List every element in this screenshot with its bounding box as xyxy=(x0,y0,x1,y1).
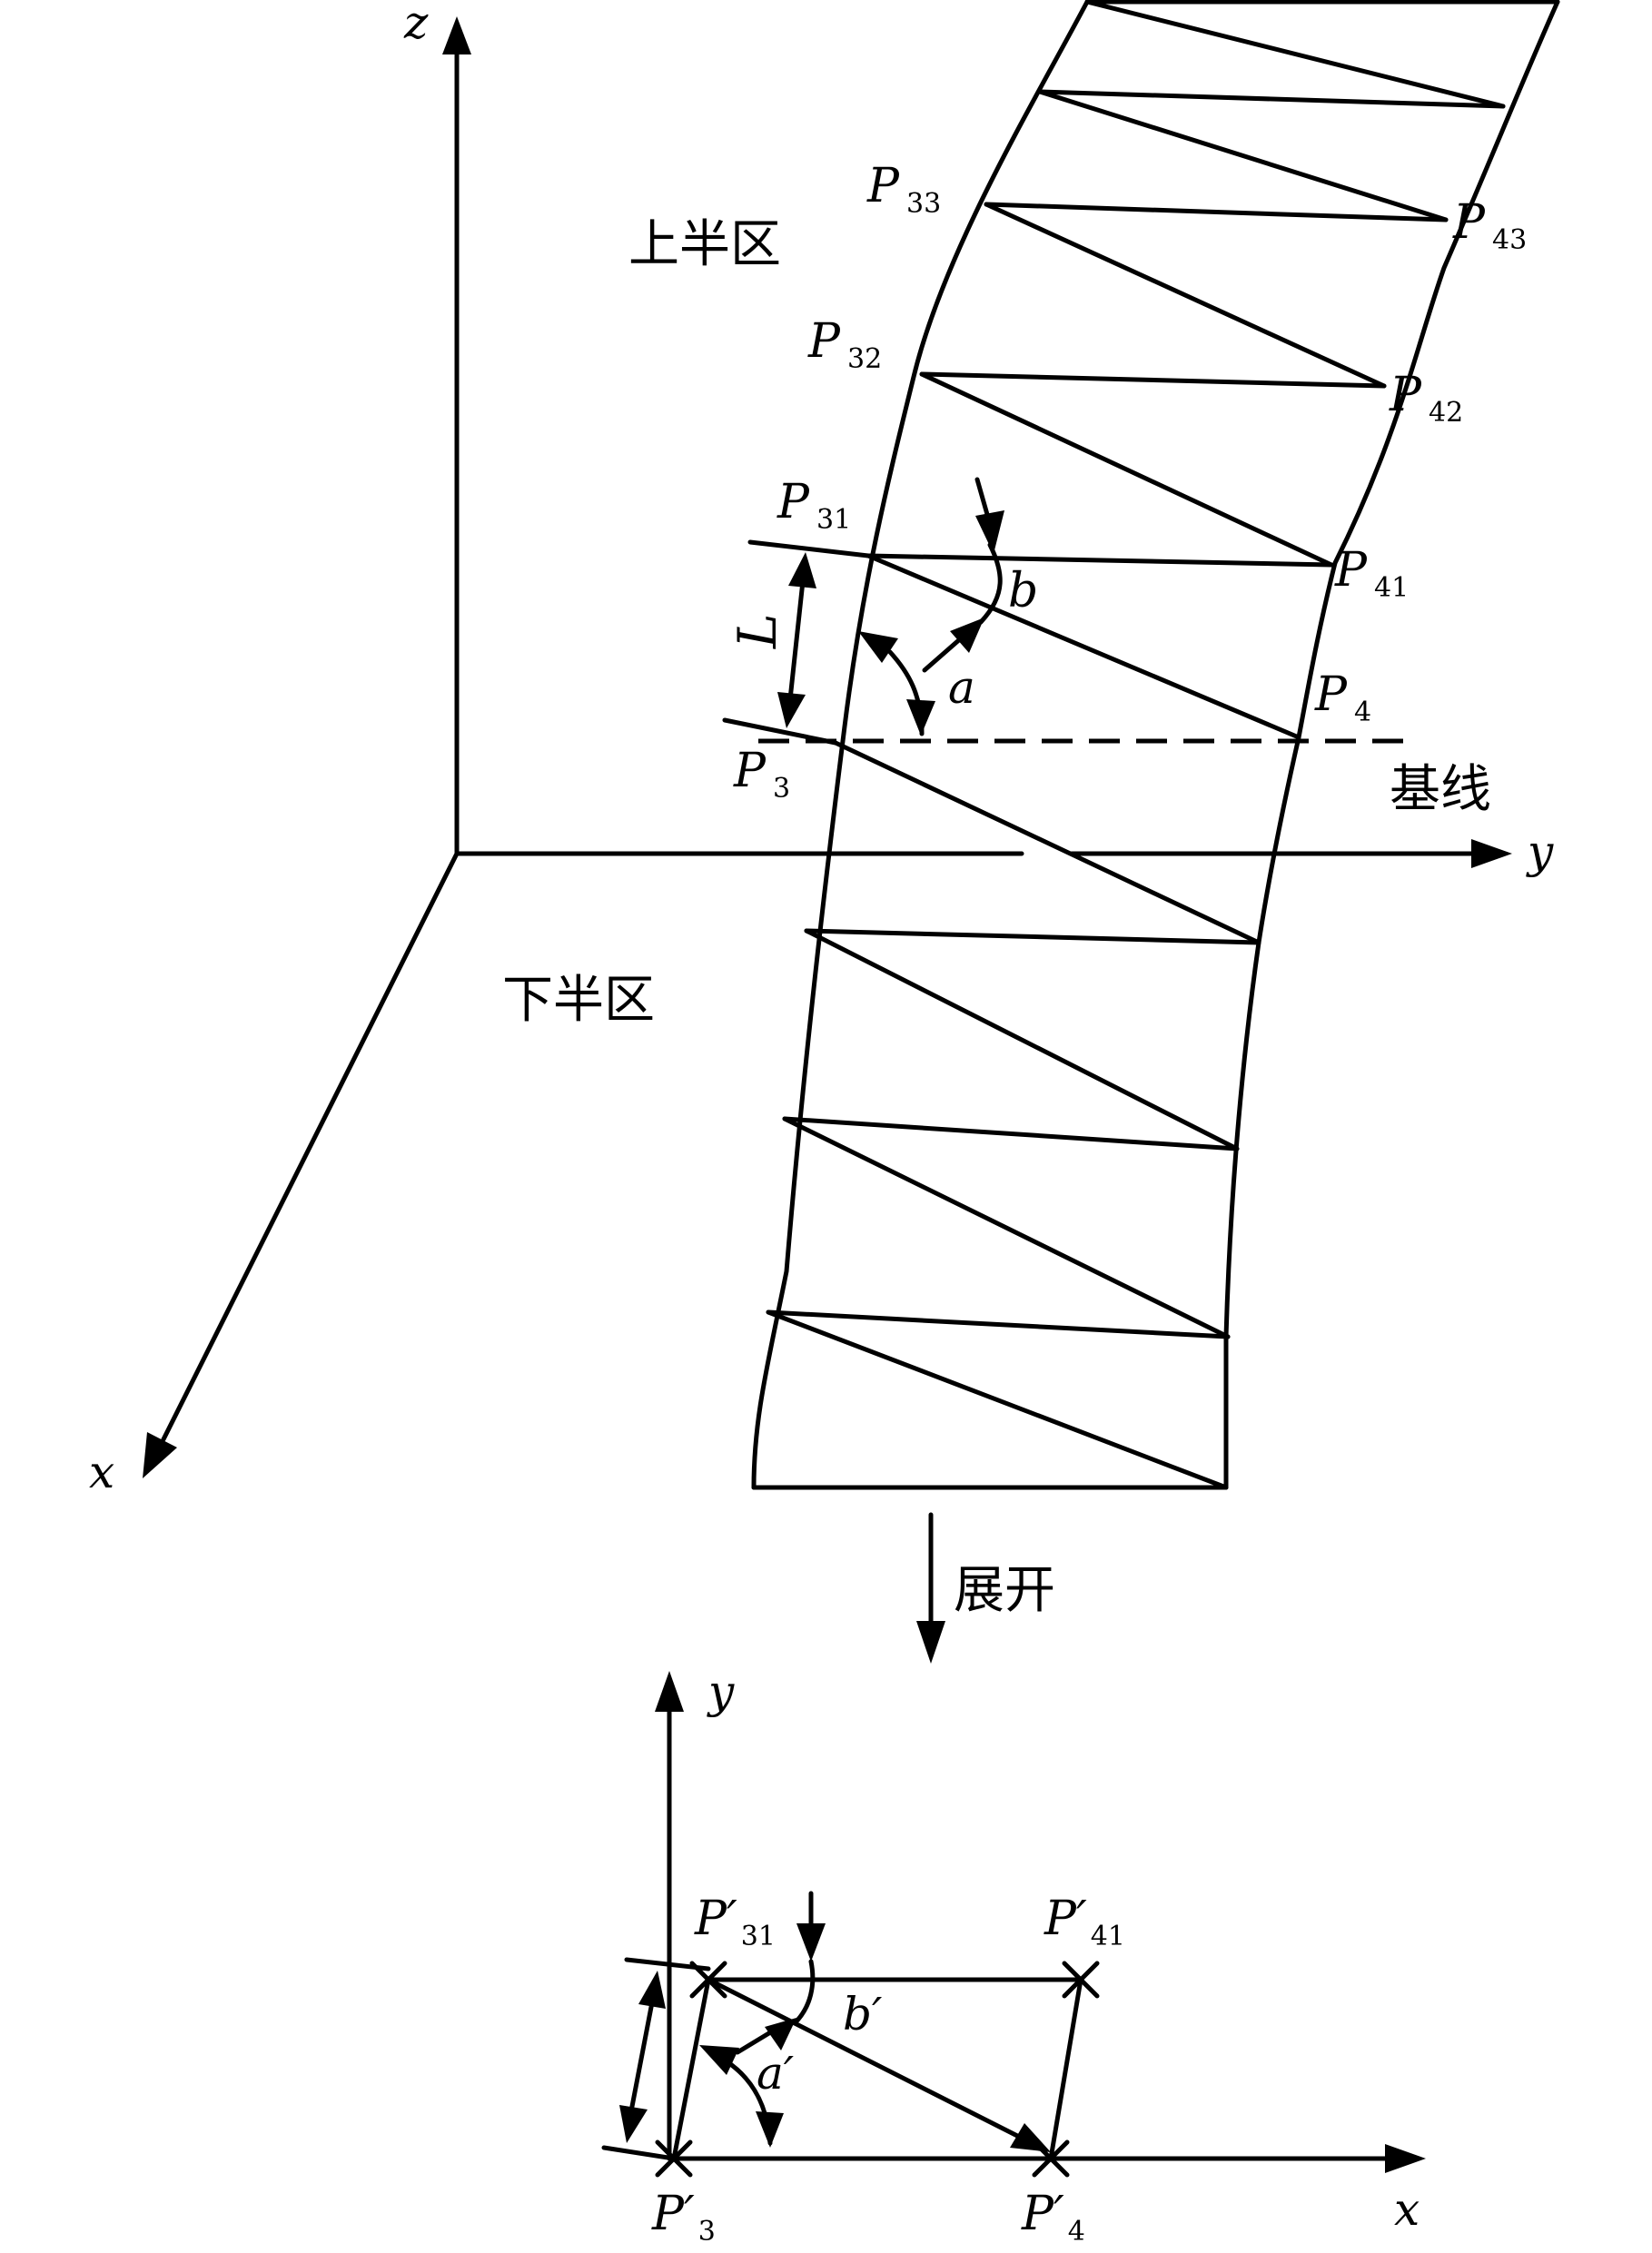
y-axis-2d-label: y xyxy=(707,1665,735,1718)
z-axis-arrowhead xyxy=(442,16,471,54)
angle-a-arrowhead-bottom xyxy=(906,699,935,736)
angle-b-prime-arrowhead-top xyxy=(796,1923,826,1961)
strip-rung xyxy=(1037,89,1506,109)
angle-b-prime-arc xyxy=(792,1959,816,2026)
diagonal-arrowhead xyxy=(1010,2123,1051,2152)
angle-b-prime-arrowhead-bottom xyxy=(765,2018,796,2050)
strip-diagonal xyxy=(1037,89,1449,222)
label-P3-prime: P′3 xyxy=(651,2187,716,2248)
angle-a-label: a xyxy=(948,661,975,714)
angle-b-arrowhead-bottom xyxy=(950,618,984,653)
x-axis-2d-arrowhead xyxy=(1385,2144,1426,2173)
z-axis-label: z xyxy=(403,0,429,49)
L-dimension-line-2d xyxy=(628,2000,655,2119)
strip-left-edge xyxy=(751,0,1090,1490)
point-marker-p3 xyxy=(655,2139,693,2178)
unfold-arrow: 展开 xyxy=(916,1512,1055,1664)
curved-strip xyxy=(751,0,1560,1490)
x-axis xyxy=(161,851,460,1442)
L-dimension-line xyxy=(787,578,806,702)
strip-diagonal xyxy=(866,553,1301,740)
point-marker-p31 xyxy=(689,1961,727,1999)
L-2d-arrowhead-top xyxy=(638,1971,666,2009)
strip-rung xyxy=(804,928,1261,945)
x-axis-label: x xyxy=(89,1446,114,1498)
L-label: L xyxy=(727,613,788,649)
angle-b-prime-label: b′ xyxy=(843,1988,883,2041)
strip-rung xyxy=(766,1309,1231,1339)
point-marker-p41 xyxy=(1062,1961,1100,1999)
x-axis-2d-label: x xyxy=(1394,2183,1420,2236)
angle-b-label: b xyxy=(1008,564,1038,618)
L-arrowhead-top xyxy=(788,552,816,588)
unfold-label: 展开 xyxy=(954,1561,1055,1620)
angle-b-prime-pointer-bottom xyxy=(735,2029,775,2055)
unfold-arrowhead xyxy=(916,1621,945,1664)
angle-a-prime-arrowhead-bottom xyxy=(756,2111,784,2148)
strip-diagonal xyxy=(833,740,1261,945)
y-axis-2d-arrowhead xyxy=(655,1671,684,1712)
axes-3d: z y x xyxy=(89,0,1554,1498)
label-P31-prime: P′31 xyxy=(694,1892,776,1952)
edge-p3-p31 xyxy=(671,1977,711,2161)
extension-line-p3-2d xyxy=(601,2145,677,2161)
strip-diagonal xyxy=(766,1309,1229,1490)
angle-b-arrowhead-top xyxy=(975,510,1004,554)
label-P41-prime: P′41 xyxy=(1044,1892,1125,1952)
edge-p41-p4 xyxy=(1048,1977,1083,2161)
strip-rung xyxy=(919,371,1387,389)
baseline-label: 基线 xyxy=(1390,760,1491,819)
point-marker-p4 xyxy=(1032,2139,1070,2178)
angle-a-prime-arrowhead-top xyxy=(699,2045,739,2075)
y-axis-arrowhead xyxy=(1471,839,1512,868)
L-arrowhead-bottom xyxy=(777,692,806,728)
angle-a-arrowhead-top xyxy=(858,631,898,663)
strip-right-edge xyxy=(1223,0,1560,1490)
angle-b-pointer-top xyxy=(974,477,991,520)
strip-diagonal xyxy=(782,1116,1231,1339)
diagonal-p31-p4 xyxy=(706,1977,1038,2148)
L-2d-arrowhead-bottom xyxy=(619,2105,648,2143)
upper-zone-label: 上半区 xyxy=(628,215,781,274)
unfolded-diagram: y x L a′ b′ xyxy=(601,1665,1426,2248)
strip-diagonal xyxy=(1084,0,1506,109)
strip-diagonal xyxy=(984,202,1387,389)
strip-rung xyxy=(866,553,1334,568)
angle-a-prime-label: a′ xyxy=(757,2047,795,2100)
angle-b-pointer-bottom xyxy=(922,636,964,673)
strip-rung xyxy=(782,1116,1240,1151)
extension-line-p31 xyxy=(747,539,871,558)
strip-diagonal xyxy=(804,928,1240,1151)
strip-rung xyxy=(984,202,1449,222)
strip-annotations: 基线 L a b xyxy=(722,477,1491,819)
x-axis-arrowhead xyxy=(143,1432,177,1478)
strip-diagonal xyxy=(919,371,1334,568)
lower-zone-label: 下半区 xyxy=(502,971,655,1030)
label-P4-prime: P′4 xyxy=(1021,2187,1085,2248)
y-axis-label: y xyxy=(1526,825,1554,878)
